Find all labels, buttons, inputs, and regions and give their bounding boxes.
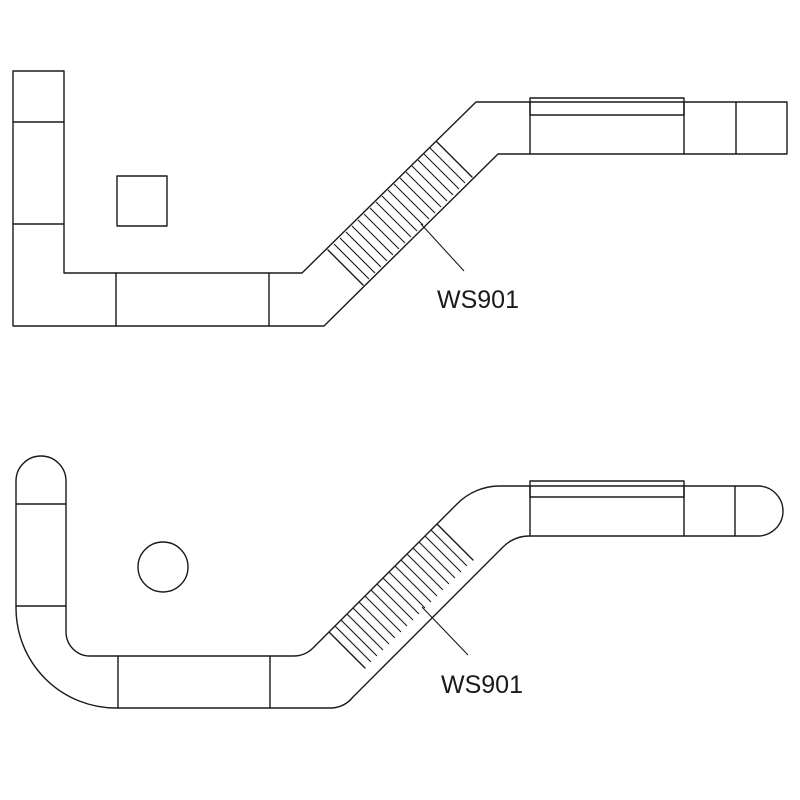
seat-slat — [423, 153, 460, 190]
rounded-slatted-seat — [334, 529, 468, 663]
angular-backrest — [529, 97, 685, 116]
seat-slat — [405, 171, 442, 208]
seat-slat — [364, 595, 402, 633]
seat-slat — [358, 601, 396, 639]
seat-slat — [345, 231, 382, 268]
seat-slat — [429, 147, 466, 184]
angular-ramp-divider — [327, 249, 364, 286]
rounded-ramp-divider — [436, 523, 474, 561]
seat-slat — [333, 243, 370, 280]
square-side-table — [116, 175, 168, 227]
seat-slat — [418, 541, 456, 579]
seat-slat — [351, 225, 388, 262]
seat-slat — [430, 529, 468, 567]
seat-slat — [381, 195, 418, 232]
seat-slat — [370, 589, 408, 627]
rounded-bench-outline — [15, 455, 784, 709]
seat-slat — [394, 565, 432, 603]
angular-callout-leader — [420, 223, 465, 272]
seat-slat — [357, 219, 394, 256]
angular-slatted-seat — [333, 147, 466, 280]
seat-slat — [339, 237, 376, 274]
seat-slat — [412, 547, 450, 585]
seat-slat — [388, 571, 426, 609]
seat-slat — [375, 201, 412, 238]
angular-bench-outline — [12, 70, 788, 327]
seat-slat — [334, 625, 372, 663]
rounded-callout-label: WS901 — [441, 671, 523, 699]
seat-slat — [346, 613, 384, 651]
seat-slat — [399, 177, 436, 214]
seat-slat — [393, 183, 430, 220]
angular-bench-plan: WS901 — [12, 70, 788, 327]
seat-slat — [387, 189, 424, 226]
seat-slat — [424, 535, 462, 573]
seat-slat — [411, 165, 448, 202]
seat-slat — [340, 619, 378, 657]
seat-slat — [369, 207, 406, 244]
rounded-ramp-divider — [328, 631, 366, 669]
angular-ramp-divider — [436, 141, 473, 178]
angular-callout-label: WS901 — [437, 286, 519, 314]
seat-slat — [363, 213, 400, 250]
seat-slat — [400, 559, 438, 597]
seat-slat — [376, 583, 414, 621]
rounded-backrest — [529, 480, 685, 498]
seat-slat — [352, 607, 390, 645]
round-side-table — [137, 541, 189, 593]
rounded-bench-plan: WS901 — [15, 455, 784, 709]
seat-slat — [382, 577, 420, 615]
seat-slat — [417, 159, 454, 196]
rounded-callout-leader — [421, 606, 469, 656]
seat-slat — [406, 553, 444, 591]
